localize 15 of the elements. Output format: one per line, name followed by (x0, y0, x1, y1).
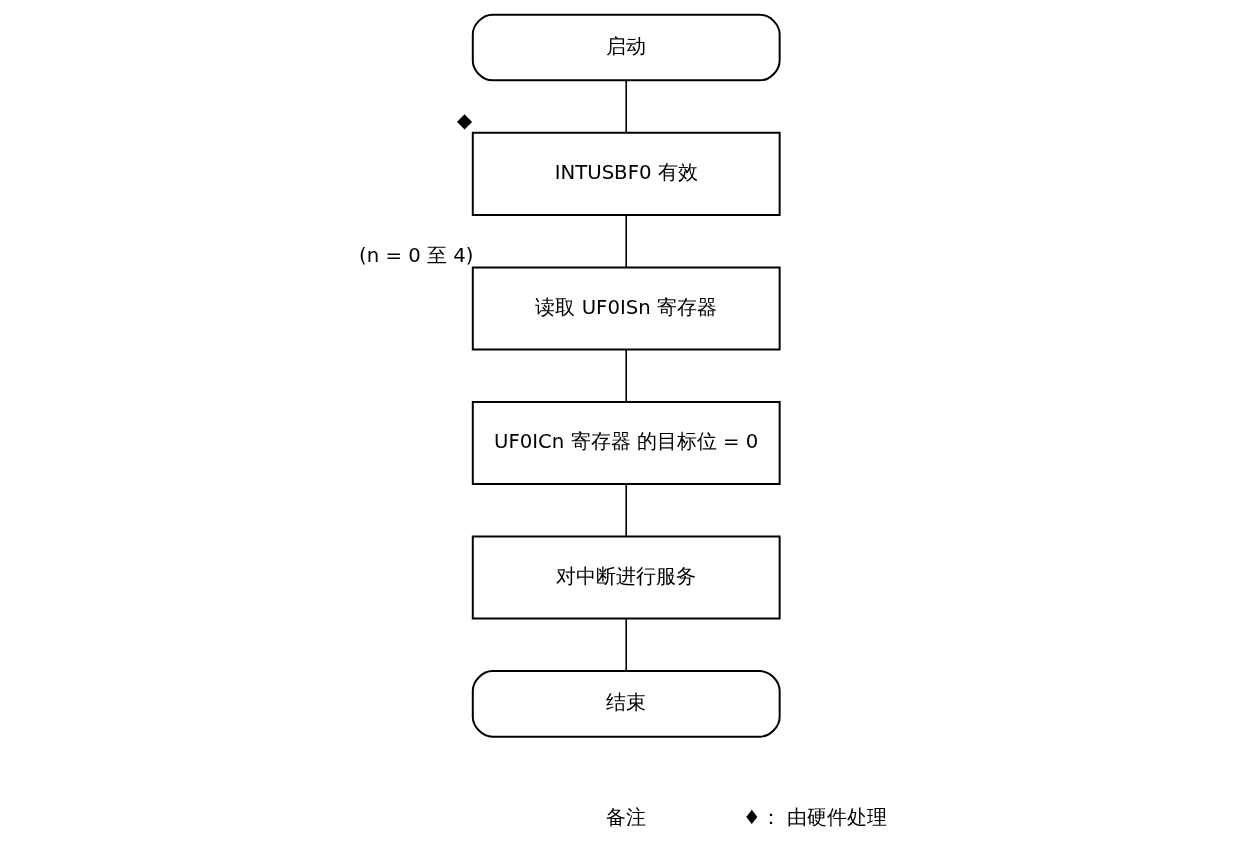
node-box: INTUSBF0 有效 (471, 131, 781, 216)
node-label: (n = 0 至 4) (358, 243, 473, 267)
connector (624, 80, 627, 134)
node-box: UF0ICn 寄存器 的目标位 = 0 (471, 400, 781, 485)
label: ♦： 由硬件处理 (742, 805, 887, 829)
connector (624, 483, 627, 537)
node-box: 结束 (471, 670, 781, 738)
connector (624, 617, 627, 672)
node-box: 启动 (471, 13, 781, 82)
connector (624, 348, 627, 403)
node-box: 读取 UF0ISn 寄存器 (471, 266, 781, 351)
label: 备注 (605, 805, 646, 828)
node-box: 对中断进行服务 (471, 535, 781, 620)
node-label: ◆ (456, 109, 472, 133)
connector (624, 214, 627, 268)
